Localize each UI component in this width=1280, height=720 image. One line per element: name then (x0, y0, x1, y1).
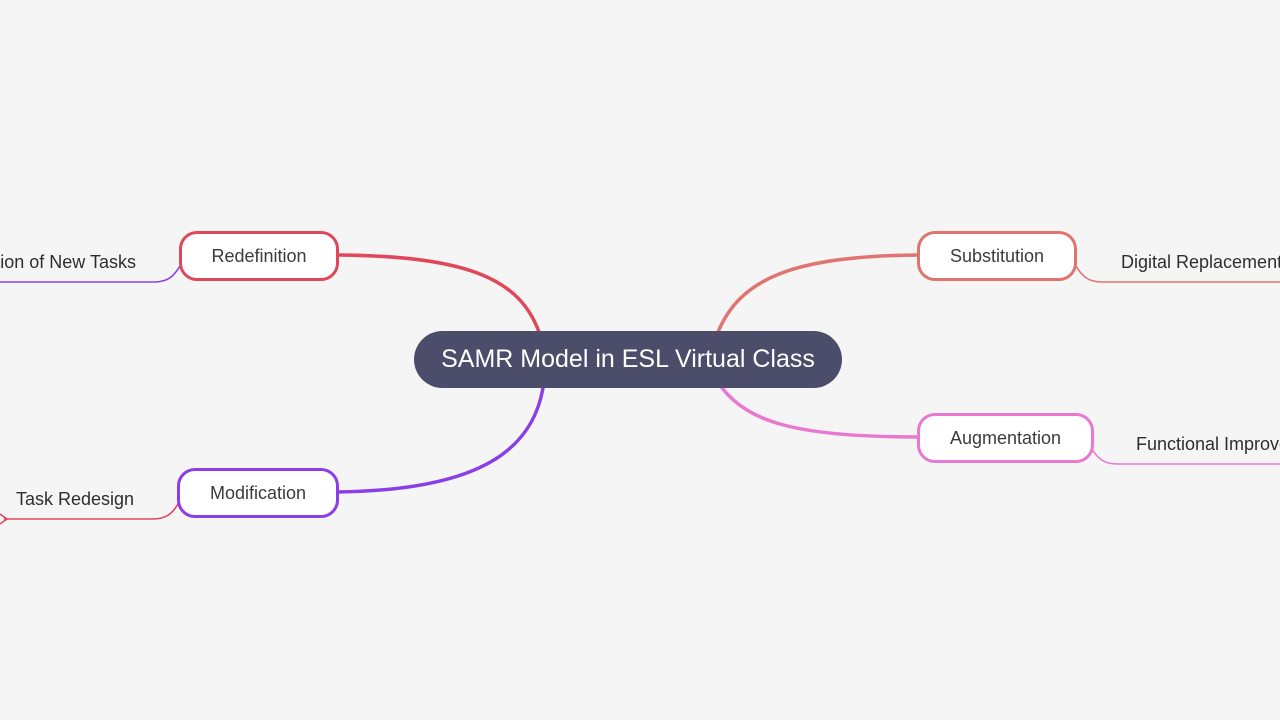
connector-augmentation-leaf (1091, 448, 1280, 465)
connector-substitution-leaf (1075, 265, 1280, 283)
subtopic-digital-replacement[interactable]: Digital Replacement (1121, 252, 1280, 272)
connector-modification-leaf (4, 503, 179, 520)
topic-augmentation[interactable]: Augmentation (917, 413, 1094, 463)
subtopic-task-redesign[interactable]: Task Redesign (16, 489, 135, 509)
leaf-marker-task-redesign (0, 513, 9, 525)
connector-augmentation (720, 386, 920, 439)
connector-redefinition-leaf (0, 265, 181, 283)
connector-redefinition (336, 253, 541, 334)
connector-substitution (716, 253, 920, 334)
subtopic-functional-improvement[interactable]: Functional Improvement (1136, 434, 1280, 454)
topic-substitution[interactable]: Substitution (917, 231, 1077, 281)
topic-redefinition[interactable]: Redefinition (179, 231, 339, 281)
central-topic[interactable]: SAMR Model in ESL Virtual Class (414, 331, 842, 388)
connector-modification (336, 386, 545, 494)
subtopic-creation-of-new-tasks[interactable]: Creation of New Tasks (0, 252, 136, 272)
topic-modification[interactable]: Modification (177, 468, 339, 518)
